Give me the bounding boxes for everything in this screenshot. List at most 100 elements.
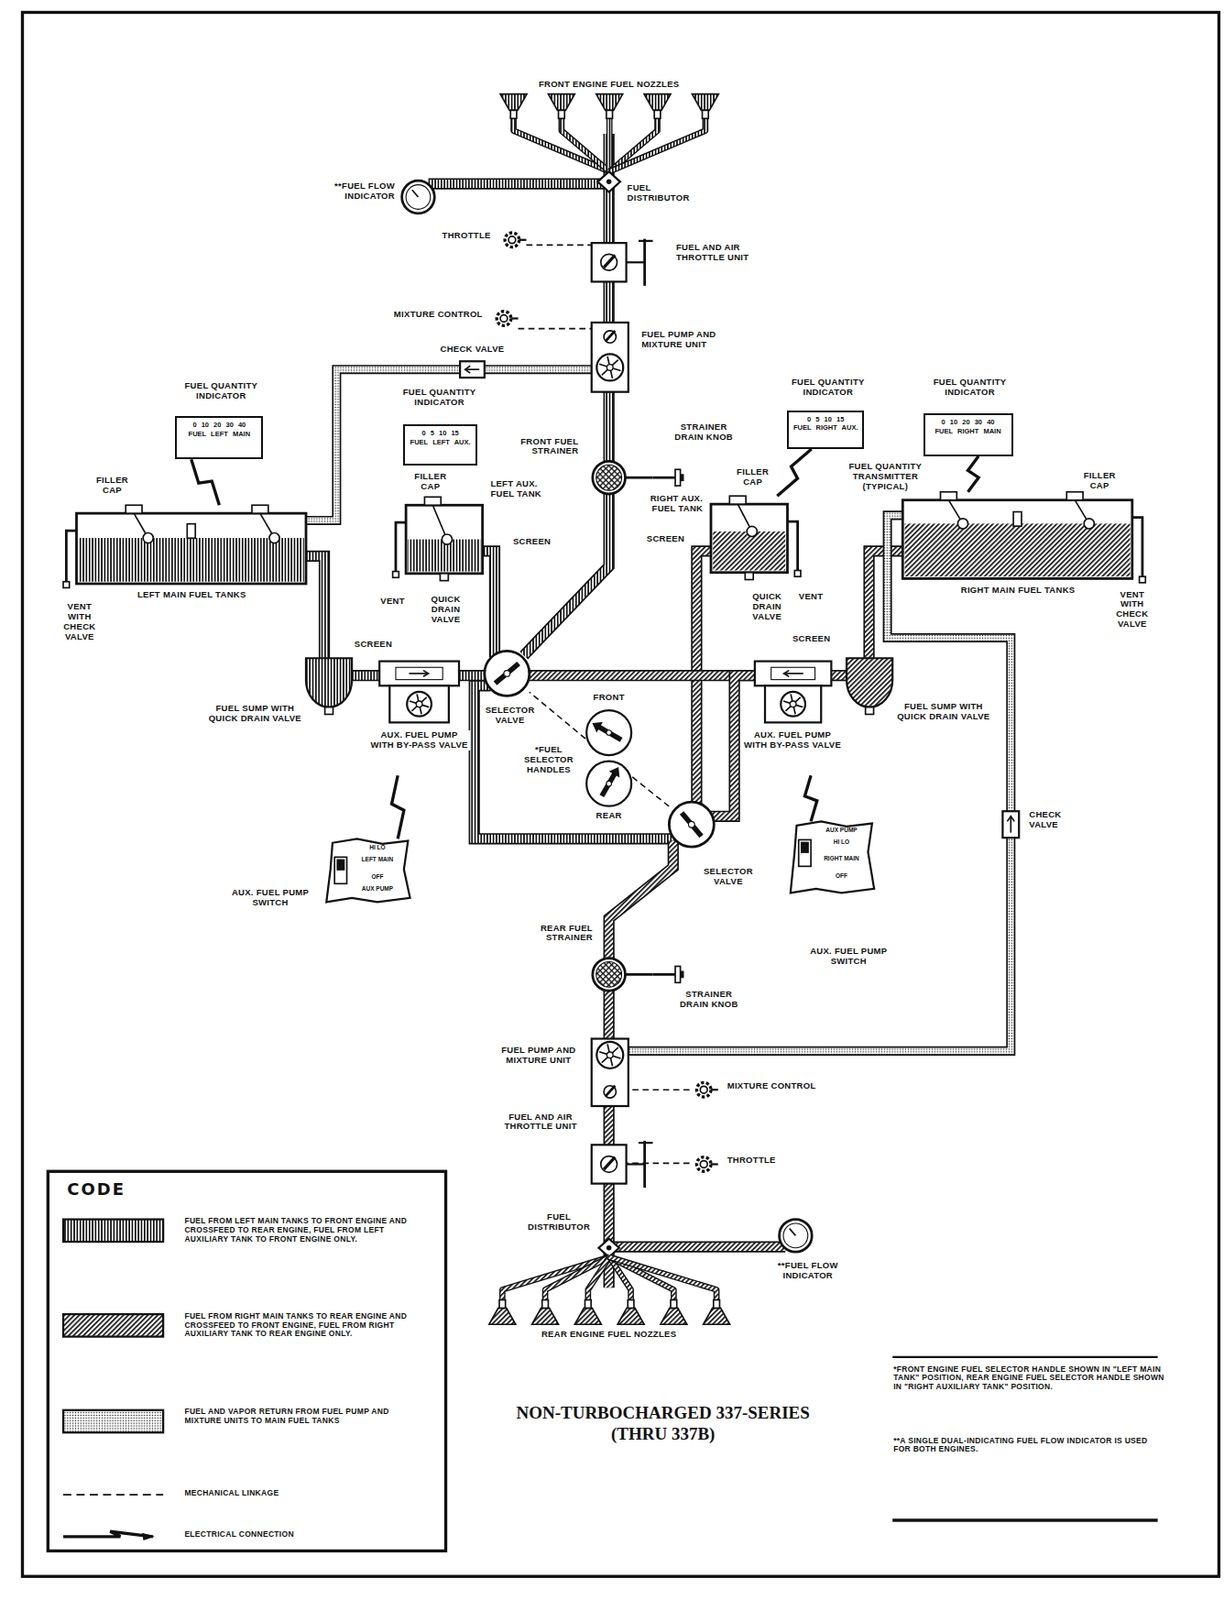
part-label: *FUEL SELECTOR HANDLES xyxy=(516,744,580,776)
drawing-stroke xyxy=(65,530,77,588)
drawing-stroke xyxy=(776,448,811,496)
drawing-stroke xyxy=(511,316,519,319)
drawing-stroke xyxy=(603,254,615,267)
drawing-stroke xyxy=(586,710,632,755)
drawing-stroke xyxy=(478,366,598,373)
mechanical-linkage xyxy=(626,1162,690,1164)
drawing-stroke xyxy=(503,670,511,678)
legend-label: FUEL AND VAPOR RETURN FROM FUEL PUMP AND… xyxy=(183,1407,424,1426)
drawing-stroke xyxy=(957,518,968,529)
drawing-stroke xyxy=(771,666,816,679)
callout-label: VENT xyxy=(797,591,825,602)
drawing-stroke xyxy=(325,707,334,715)
selector-valve: SELECTOR VALVE xyxy=(668,801,714,847)
check-valve-art xyxy=(1002,810,1019,838)
page-frame xyxy=(21,12,1219,1577)
drawing-stroke xyxy=(598,726,622,740)
legend-heading: CODE xyxy=(65,1180,127,1200)
drawing-stroke xyxy=(729,495,746,504)
drawing-stroke xyxy=(1002,810,1019,838)
drawing-stroke xyxy=(466,368,480,371)
fuel-tank: RIGHT AUX. FUEL TANK xyxy=(710,495,788,573)
fuel-line xyxy=(608,385,610,468)
part-label: REAR xyxy=(595,810,623,821)
drawing-stroke xyxy=(643,239,646,286)
legend-swatch xyxy=(63,1313,164,1336)
drawing-stroke xyxy=(628,1088,690,1091)
drawing-stroke xyxy=(609,118,706,172)
drawing-stroke xyxy=(405,504,483,574)
drawing-stroke xyxy=(142,1532,153,1540)
drawing-stroke xyxy=(1139,576,1147,583)
drawing-stroke xyxy=(408,672,427,675)
electrical-connection xyxy=(967,456,979,492)
callout-label: VENT xyxy=(379,596,406,607)
drawing-stroke xyxy=(604,385,613,468)
part-label: AUX PUMP xyxy=(360,885,394,892)
fuel-distributor: FUEL DISTRIBUTOR xyxy=(599,1238,620,1257)
fuel-line xyxy=(608,1099,610,1151)
drawing-stroke xyxy=(609,1256,717,1301)
aux-fuel-pump-art xyxy=(754,661,832,723)
fuel-sump: FUEL SUMP WITH QUICK DRAIN VALVE xyxy=(306,657,352,707)
legend-swatch xyxy=(63,1409,164,1432)
part-label: FUEL QUANTITY INDICATOR xyxy=(391,387,489,408)
legend-label: FUEL FROM RIGHT MAIN TANKS TO REAR ENGIN… xyxy=(183,1311,424,1339)
fuel-distributor-art xyxy=(597,171,620,192)
drawing-stroke xyxy=(513,118,611,172)
drawing-stroke xyxy=(596,94,623,111)
drawing-stroke xyxy=(439,573,449,581)
fuel-tank-art xyxy=(710,495,801,580)
part-label: AUX. FUEL PUMP SWITCH xyxy=(218,887,321,908)
part-label: SELECTOR VALVE xyxy=(481,705,538,726)
connector-layer xyxy=(191,133,1012,1288)
fuel-line xyxy=(612,1245,786,1247)
drawing-stroke xyxy=(561,118,610,172)
drawing-stroke xyxy=(545,1256,610,1301)
drawing-stroke xyxy=(624,972,653,976)
drawing-stroke xyxy=(603,1085,616,1098)
drawing-stroke xyxy=(696,1157,711,1172)
drawing-stroke xyxy=(612,1242,786,1251)
drawing-stroke xyxy=(626,1162,645,1165)
drawing-stroke xyxy=(306,657,352,707)
drawing-stroke xyxy=(428,177,605,189)
drawing-stroke xyxy=(603,275,615,329)
drawing-stroke xyxy=(495,663,520,683)
part-label: MIXTURE CONTROL xyxy=(393,309,484,320)
fuel-tank-art xyxy=(393,496,483,580)
fuel-tank-art xyxy=(63,504,306,588)
drawing-stroke xyxy=(786,521,798,577)
part-label: SELECTOR VALVE xyxy=(699,866,756,887)
fuel-line xyxy=(608,983,610,1045)
control-knob: THROTTLE xyxy=(689,1152,719,1175)
mechanical-linkage xyxy=(632,776,669,807)
drawing-stroke xyxy=(603,1177,615,1245)
part-label: CHECK VALVE xyxy=(1027,809,1074,831)
drawing-stroke xyxy=(591,322,629,393)
drawing-stroke xyxy=(905,523,1131,577)
part-label: RIGHT MAIN FUEL TANKS xyxy=(960,585,1077,596)
drawing-stroke xyxy=(588,1256,610,1301)
electrical-connection xyxy=(776,448,811,496)
drawing-stroke xyxy=(653,972,676,976)
gauge-face-text: FUEL LEFT AUX. xyxy=(408,437,473,448)
drawing-stroke xyxy=(597,171,620,192)
selector-handles: FRONT*FUEL SELECTOR HANDLESREAR xyxy=(585,709,633,808)
fuel-line xyxy=(428,183,605,185)
drawing-stroke xyxy=(626,1162,690,1165)
gauge-face-text: 0 10 20 30 40 xyxy=(180,420,258,430)
drawing-stroke xyxy=(379,661,459,687)
drawing-stroke xyxy=(688,820,696,828)
part-label: FUEL DISTRIBUTOR xyxy=(626,183,704,204)
part-label: AUX. FUEL PUMP WITH BY-PASS VALVE xyxy=(741,730,843,751)
part-label: REAR FUEL STRAINER xyxy=(502,923,594,944)
part-label: FRONT FUEL STRAINER xyxy=(502,437,580,458)
drawing-stroke xyxy=(601,773,615,797)
part-label: CHECK VALVE xyxy=(438,344,505,355)
drawing-stroke xyxy=(599,1238,620,1257)
drawing-stroke xyxy=(798,839,811,866)
pump-mixture-unit-art xyxy=(591,1038,629,1106)
drawing-stroke xyxy=(142,532,153,543)
